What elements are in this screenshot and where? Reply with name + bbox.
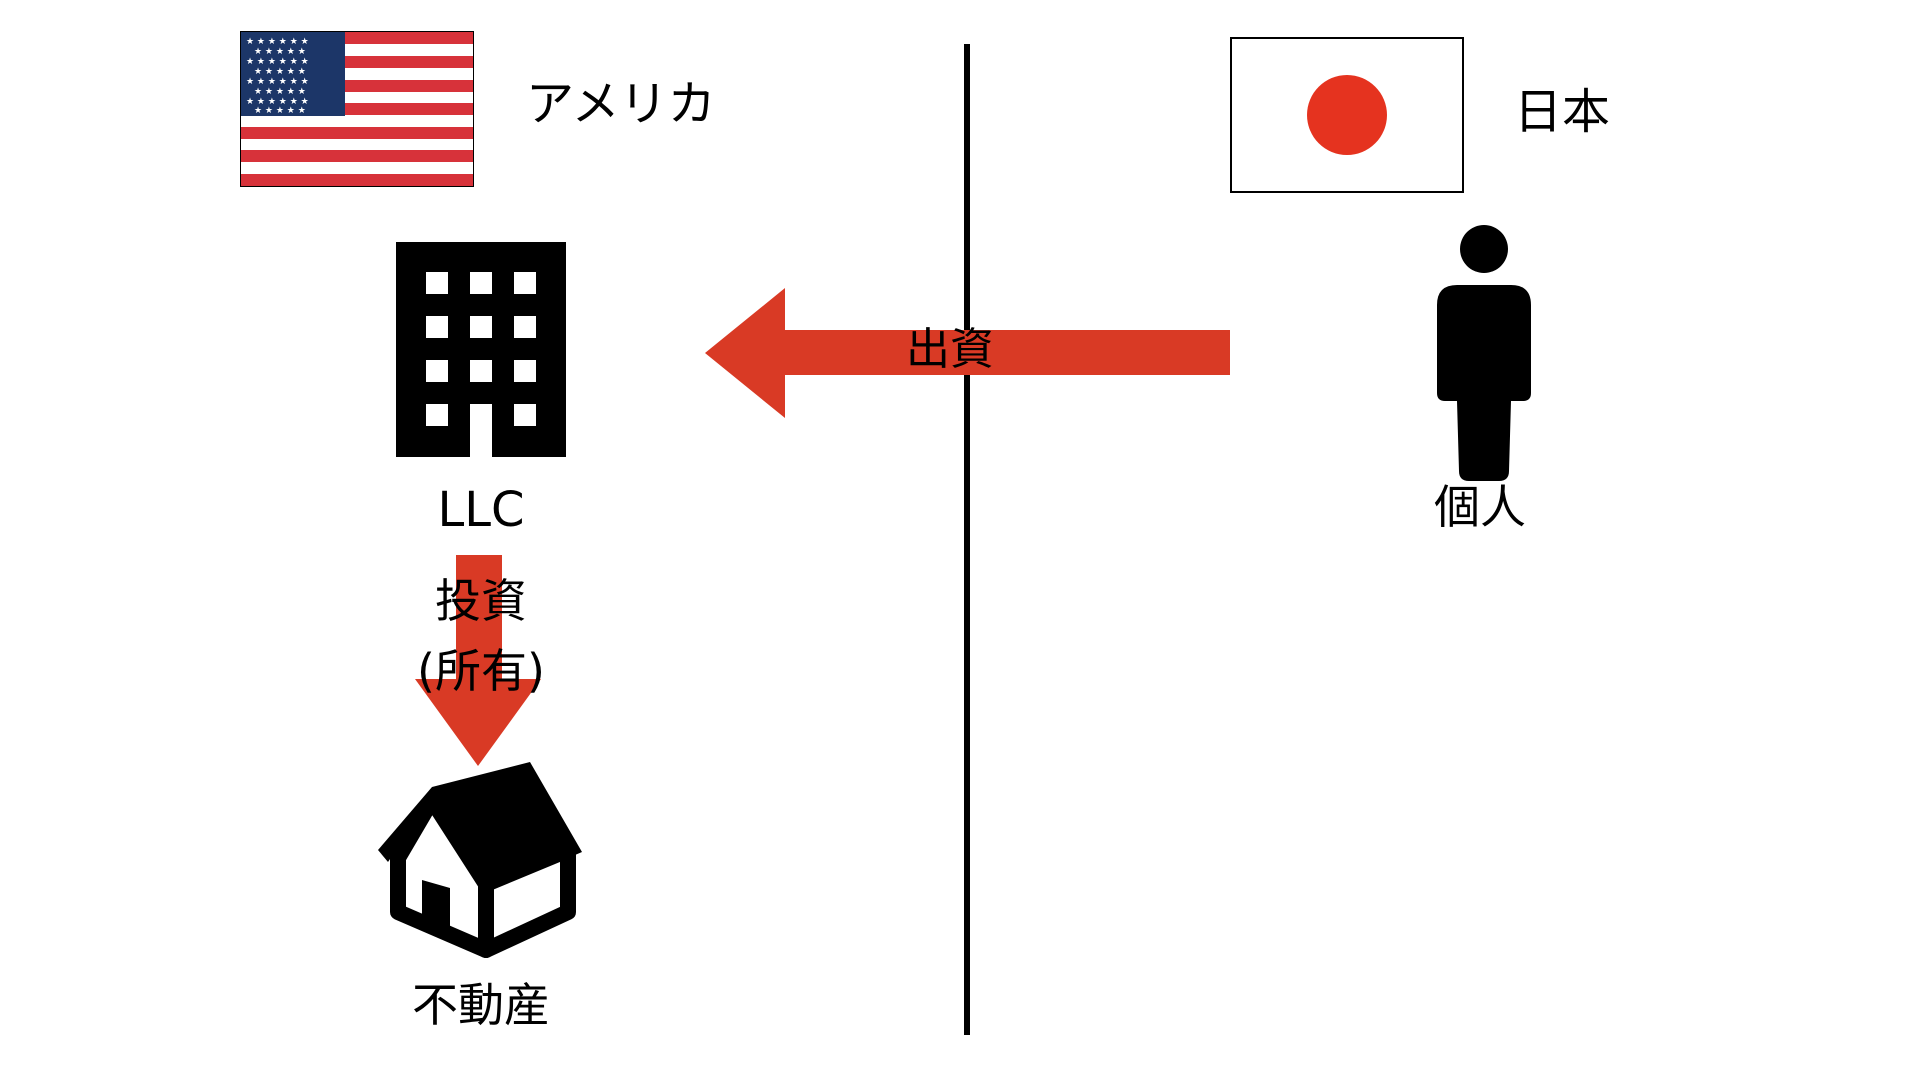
house-icon bbox=[378, 762, 582, 962]
svg-text:★ ★ ★ ★ ★: ★ ★ ★ ★ ★ bbox=[254, 87, 306, 97]
country-label-usa: アメリカ bbox=[526, 76, 716, 132]
svg-text:★ ★ ★ ★ ★ ★: ★ ★ ★ ★ ★ ★ bbox=[246, 97, 309, 107]
asset-label-real-estate: 不動産 bbox=[412, 978, 550, 1032]
entity-label-individual: 個人 bbox=[1434, 480, 1526, 534]
svg-text:★ ★ ★ ★ ★ ★: ★ ★ ★ ★ ★ ★ bbox=[246, 57, 309, 67]
person-icon bbox=[1437, 225, 1531, 481]
us-flag-icon: ★ ★ ★ ★ ★ ★ ★ ★ ★ ★ ★ ★ ★ ★ ★ ★ ★ ★ ★ ★ … bbox=[240, 31, 474, 187]
border-divider-line bbox=[964, 44, 970, 1035]
investment-arrow-left bbox=[705, 288, 1231, 418]
investment-arrow-down bbox=[415, 555, 541, 767]
svg-text:★ ★ ★ ★ ★: ★ ★ ★ ★ ★ bbox=[254, 67, 306, 77]
japan-flag-icon bbox=[1230, 37, 1464, 193]
svg-text:★ ★ ★ ★ ★ ★: ★ ★ ★ ★ ★ ★ bbox=[246, 37, 309, 47]
country-label-japan: 日本 bbox=[1514, 84, 1611, 140]
svg-text:★ ★ ★ ★ ★: ★ ★ ★ ★ ★ bbox=[254, 47, 306, 57]
svg-text:★ ★ ★ ★ ★ ★: ★ ★ ★ ★ ★ ★ bbox=[246, 77, 309, 87]
flow-label-ownership: (所有) bbox=[417, 644, 545, 698]
flow-label-capital-contribution: 出資 bbox=[906, 324, 994, 375]
flow-label-investment: 投資 bbox=[435, 574, 527, 628]
entity-label-llc: LLC bbox=[437, 482, 525, 538]
svg-text:★ ★ ★ ★ ★: ★ ★ ★ ★ ★ bbox=[254, 106, 306, 116]
office-building-icon bbox=[396, 242, 566, 457]
